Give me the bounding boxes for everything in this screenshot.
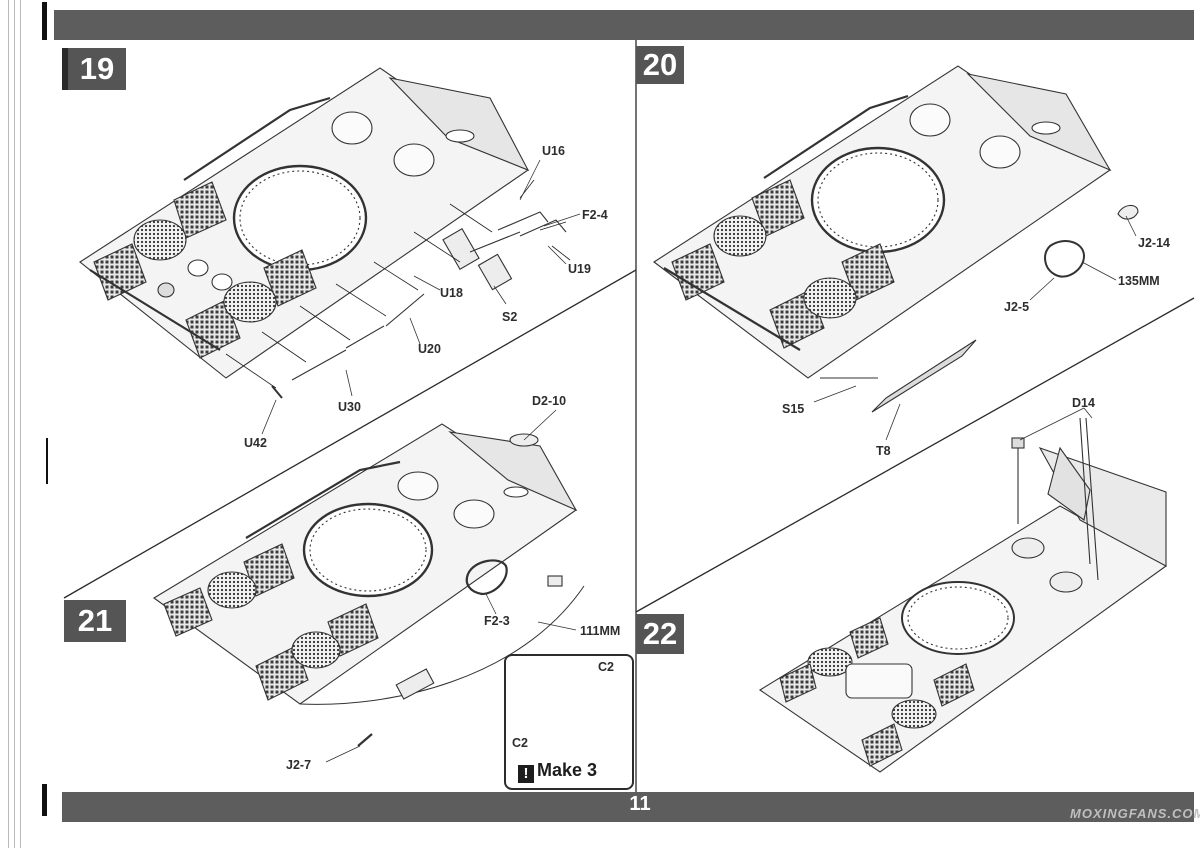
page-binding-edge (0, 0, 44, 848)
binding-line (8, 0, 9, 848)
page-number: 11 (629, 793, 651, 815)
part-label-u16: U16 (542, 144, 565, 158)
part-label-t8: T8 (876, 444, 891, 458)
dimension-label-111mm: 111MM (580, 624, 621, 638)
part-label-c2: C2 (598, 660, 614, 674)
part-label-j2-7: J2-7 (286, 758, 312, 772)
part-label-c2: C2 (512, 736, 528, 750)
step-number-22: 22 (636, 614, 684, 654)
hull-interior-step-22 (758, 417, 1168, 773)
dimension-label-135mm: 135MM (1118, 274, 1160, 288)
part-label-s2: S2 (502, 310, 518, 324)
part-label-u18: U18 (440, 286, 463, 300)
header-bar (54, 10, 1194, 40)
step-number-20: 20 (636, 46, 684, 84)
hull-deck-step-19 (79, 67, 530, 379)
hull-deck-step-21 (153, 423, 578, 705)
part-label-d2-10: D2-10 (532, 394, 567, 408)
part-label-u30: U30 (338, 400, 361, 414)
part-label-f2-3: F2-3 (484, 614, 510, 628)
step-21-parts (299, 559, 585, 747)
subassembly-box: C2 C2 !Make 3 (504, 654, 634, 790)
binding-line (20, 0, 21, 848)
watermark: MOXINGFANS.COM (1070, 806, 1200, 821)
callout-leaders (261, 159, 1137, 763)
make-quantity-note: !Make 3 (518, 760, 597, 783)
step-20-parts (820, 204, 1139, 413)
step-number-21: 21 (64, 600, 126, 642)
part-label-f2-4: F2-4 (582, 208, 608, 222)
footer-bar (62, 792, 1194, 822)
part-label-u20: U20 (418, 342, 441, 356)
binding-mark (42, 2, 47, 40)
part-label-u42: U42 (244, 436, 267, 450)
part-label-u19: U19 (568, 262, 591, 276)
part-label-d14: D14 (1072, 396, 1095, 410)
binding-line (14, 0, 15, 848)
step-19-parts (271, 211, 567, 399)
make-quantity-label: Make 3 (537, 760, 598, 780)
step-number-19: 19 (62, 48, 126, 90)
step-19-arrows (225, 179, 571, 389)
exclamation-icon: ! (518, 765, 534, 783)
panel-dividers (63, 40, 1195, 792)
hull-deck-step-20 (653, 65, 1112, 379)
part-label-s15: S15 (782, 402, 805, 416)
part-label-j2-5: J2-5 (1004, 300, 1030, 314)
part-label-j2-14: J2-14 (1138, 236, 1170, 250)
binding-mark (42, 784, 47, 816)
